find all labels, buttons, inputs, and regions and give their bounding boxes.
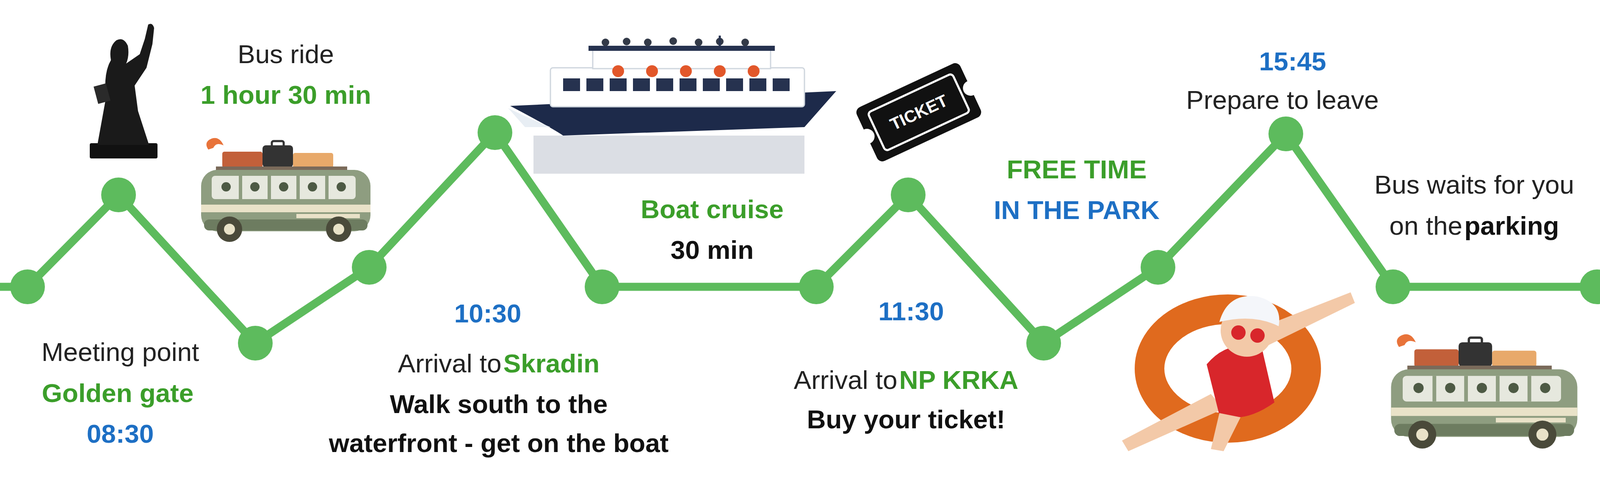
time-label: 10:30 — [454, 298, 522, 329]
text-line: FREE TIME — [1006, 154, 1147, 185]
timeline-label: Skradin — [503, 348, 600, 379]
timeline-label: Prepare to leave — [1186, 84, 1379, 115]
text-line: on theparking — [1389, 210, 1560, 241]
boat-icon — [508, 35, 837, 174]
timeline-label: Boat cruise — [640, 193, 784, 224]
text-line: 15:45 — [1259, 46, 1327, 77]
timeline-label: 1 hour 30 min — [200, 79, 371, 110]
time-label: 11:30 — [878, 295, 944, 327]
timeline-label: 30 min — [670, 234, 754, 265]
text-line: 1 hour 30 min — [200, 79, 371, 110]
text-line: Boat cruise — [640, 193, 784, 224]
timeline-label: waterfront - get on the boat — [328, 427, 669, 458]
timeline-label: Bus ride — [237, 38, 334, 70]
text-line: Bus waits for you — [1374, 169, 1575, 200]
timeline-dots — [10, 115, 1600, 361]
text-line: Bus ride — [237, 38, 334, 70]
text-line: 08:30 — [86, 418, 155, 449]
text-line: 10:30 — [454, 298, 522, 329]
text-line: Prepare to leave — [1186, 84, 1379, 115]
timeline-label: Walk south to the — [389, 388, 608, 419]
text-line: Buy your ticket! — [806, 403, 1006, 434]
text-line: Arrival toNP KRKA — [793, 364, 1019, 395]
timeline-label: NP KRKA — [899, 364, 1019, 395]
time-label: 08:30 — [86, 418, 155, 449]
ticket-icon — [847, 58, 990, 167]
time-label: IN THE PARK — [993, 194, 1160, 225]
statue-icon — [89, 23, 158, 159]
child-icon — [1121, 292, 1355, 451]
time-label: 15:45 — [1259, 46, 1327, 77]
timeline-label: Arrival to — [397, 348, 502, 379]
timeline-label: Arrival to — [793, 364, 898, 395]
text-line: 11:30 — [878, 295, 944, 327]
text-line: IN THE PARK — [993, 194, 1160, 225]
text-line: Golden gate — [41, 377, 194, 408]
timeline-label: Meeting point — [41, 336, 199, 367]
timeline-label: Bus waits for you — [1374, 169, 1575, 200]
timeline-line — [0, 132, 1600, 343]
text-line: Arrival toSkradin — [397, 348, 600, 379]
timeline-label: Buy your ticket! — [806, 403, 1006, 434]
timeline-label: Golden gate — [41, 377, 194, 408]
timeline-label: parking — [1464, 210, 1559, 241]
timeline-label: on the — [1389, 210, 1463, 241]
text-line: Walk south to the — [389, 388, 608, 419]
text-line: waterfront - get on the boat — [328, 427, 669, 458]
text-line: Meeting point — [41, 336, 199, 367]
text-line: 30 min — [670, 234, 754, 265]
timeline-label: FREE TIME — [1006, 154, 1147, 185]
